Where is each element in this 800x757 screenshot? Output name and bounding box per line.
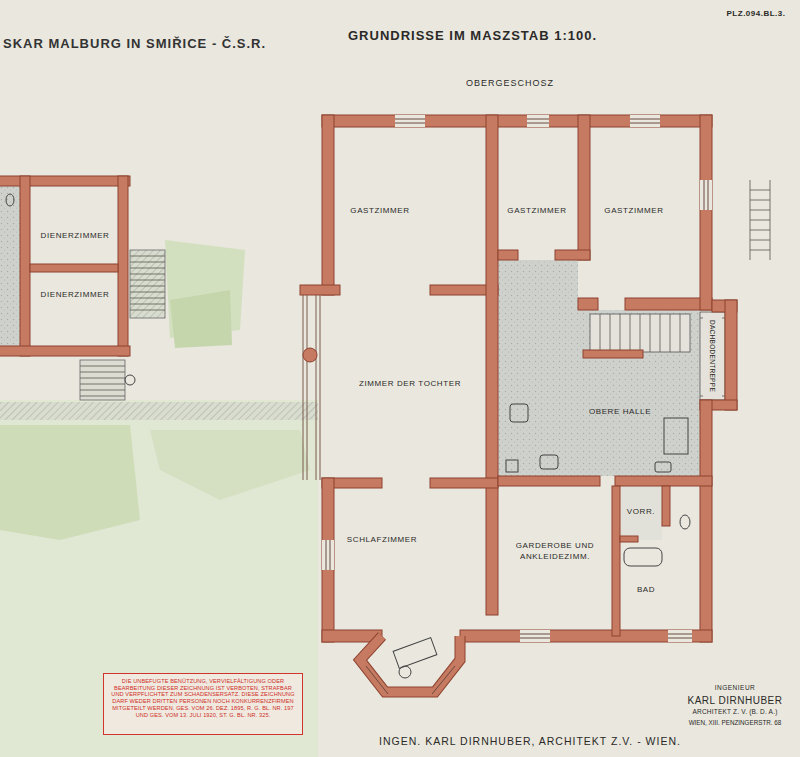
room-name: BAD	[637, 585, 655, 596]
attic-stair	[700, 312, 725, 400]
outside-stair	[130, 250, 165, 318]
marker-circle	[125, 375, 135, 385]
architect-stamp: KARL DIRNHUBER	[688, 695, 783, 706]
vorraum-floor	[620, 486, 662, 540]
room: SCHLAFZIMMER	[334, 488, 486, 630]
room: GASTZIMMER	[590, 127, 700, 298]
room: BAD	[620, 542, 700, 630]
stair-sketch	[750, 180, 770, 260]
room-name: VORR.	[627, 507, 655, 518]
room-name: ZIMMER DER TOCHTER	[359, 379, 461, 390]
room-name: OBERE HALLE	[589, 407, 651, 418]
note-text: DIE UNBEFUGTE BENÜTZUNG, VERVIELFÄLTIGUN…	[109, 678, 297, 718]
room-name: DIENERZIMMER	[41, 231, 110, 242]
room-name: SCHLAFZIMMER	[347, 535, 417, 546]
copyright-note: DIE UNBEFUGTE BENÜTZUNG, VERVIELFÄLTIGUN…	[103, 673, 303, 735]
room: GASTZIMMER	[334, 127, 486, 285]
architect-stamp: ARCHITEKT Z. V. (B. D. A.)	[692, 708, 777, 715]
toilet-symbol	[6, 194, 14, 206]
room: GARDEROBE UND ANKLEIDEZIMM.	[498, 486, 612, 630]
lawn-patch	[170, 290, 232, 348]
hall: OBERE HALLE	[498, 358, 700, 476]
room: ZIMMER DER TOCHTER	[322, 295, 486, 478]
drawing-label: OBERGESCHOSZ	[466, 79, 554, 89]
architect-stamp: INGENIEUR	[715, 684, 756, 691]
room-name: GASTZIMMER	[507, 206, 566, 217]
main-stair	[583, 314, 690, 358]
lawn	[0, 400, 318, 757]
hall-floor	[498, 260, 700, 476]
wall	[20, 176, 30, 356]
lawn-shade	[0, 425, 140, 540]
wall	[118, 176, 128, 356]
wall	[0, 346, 130, 356]
corridor-floor	[0, 186, 20, 346]
architect-stamp: WIEN, XIII. PENZINGERSTR. 68	[689, 720, 782, 727]
room: VORR.	[620, 486, 662, 536]
room: DIENERZIMMER	[30, 272, 118, 346]
room: GASTZIMMER	[498, 127, 578, 250]
furniture	[393, 404, 690, 678]
windows	[303, 115, 712, 642]
room-name: GARDEROBE UND ANKLEIDEZIMM.	[513, 541, 597, 563]
drawing-label: GRUNDRISSE IM MASZSTAB 1:100.	[348, 29, 597, 43]
wall	[30, 264, 118, 272]
room-name: GASTZIMMER	[604, 206, 663, 217]
architect-stamp: INGEN. KARL DIRNHUBER, ARCHITEKT Z.V. - …	[379, 736, 681, 748]
drawing-title: SKAR MALBURG IN SMIŘICE - Č.S.R.	[3, 36, 266, 51]
walls	[300, 115, 737, 694]
stair-label: DACHBODENTREPPE	[708, 319, 715, 393]
room-name: GASTZIMMER	[350, 206, 409, 217]
garden-path	[0, 402, 318, 420]
drawing-label: PLZ.094.BL.3.	[727, 10, 786, 19]
entrance-steps	[80, 360, 125, 400]
lawn-shade	[150, 430, 310, 500]
room: DIENERZIMMER	[30, 186, 118, 264]
room-name: DIENERZIMMER	[41, 290, 110, 301]
